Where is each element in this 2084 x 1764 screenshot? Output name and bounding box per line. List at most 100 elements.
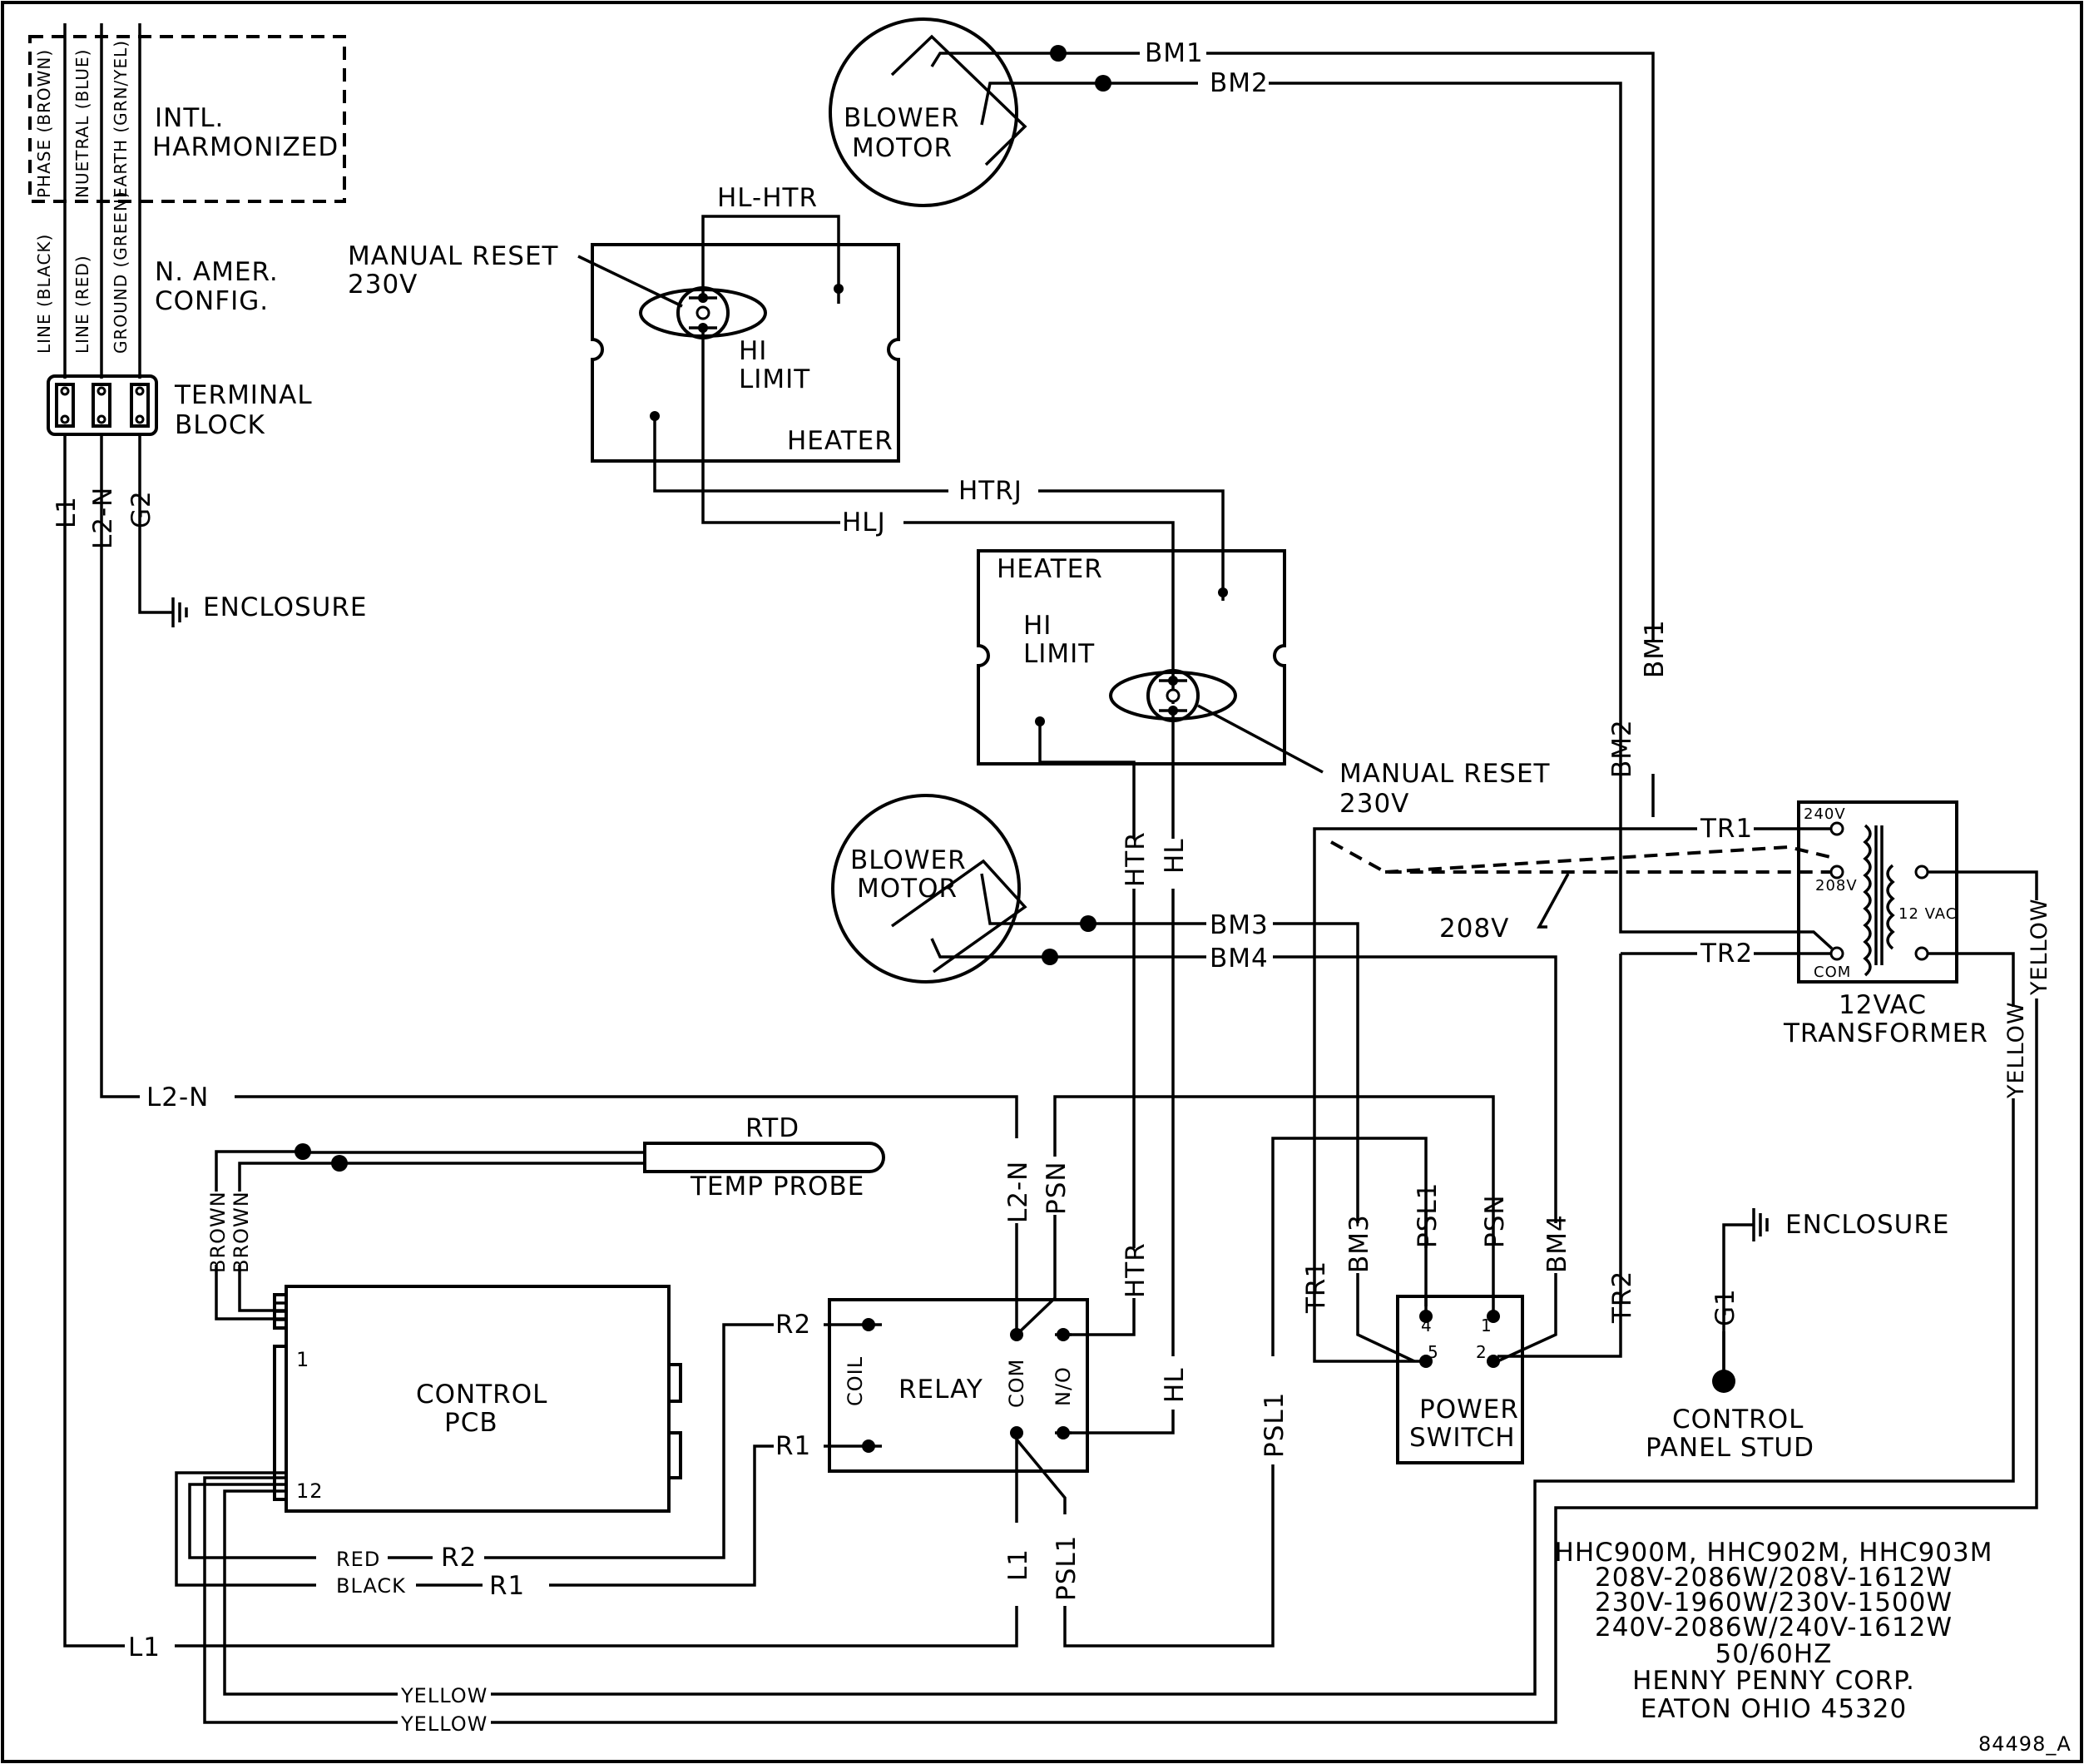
label-yellow-vertical-1: YELLOW (2027, 898, 2052, 996)
power-input-wiring (28, 23, 1018, 1648)
label-l1-horizontal: L1 (128, 1633, 161, 1662)
label-bm3: BM3 (1210, 910, 1269, 940)
control-pcb (175, 1142, 1497, 1724)
label-bm1-top: BM1 (1145, 38, 1204, 68)
label-bm2-top: BM2 (1210, 68, 1269, 98)
label-red: RED (336, 1548, 380, 1571)
label-line-red: LINE (RED) (72, 255, 92, 354)
no-label: N/O (1052, 1366, 1075, 1406)
info-models: HHC900M, HHC902M, HHC903M (1555, 1538, 1993, 1568)
switch-pin-5: 5 (1428, 1342, 1439, 1362)
label-g1: G1 (1710, 1288, 1740, 1326)
label-hl-lower: HL (1160, 1367, 1190, 1403)
label-bm4-vertical: BM4 (1542, 1214, 1572, 1273)
tx-12vac: 12 VAC (1898, 905, 1957, 923)
info-rating-208: 208V-2086W/208V-1612W (1595, 1563, 1953, 1593)
label-brown-1: BROWN (206, 1191, 230, 1273)
component-labels: BLOWER MOTOR BLOWER MOTOR HEATER HI LIMI… (296, 103, 1988, 1503)
label-line-black: LINE (BLACK) (34, 234, 54, 354)
blower-motor-top (829, 17, 1655, 707)
control-label: CONTROL (416, 1380, 547, 1410)
label-tr1: TR1 (1700, 814, 1753, 844)
label-bm1-vertical: BM1 (1640, 619, 1670, 678)
v230-upper: 230V (348, 270, 418, 300)
switch-pin-2: 2 (1476, 1342, 1488, 1362)
label-yellow-vertical-2: YELLOW (2003, 1001, 2029, 1099)
relay-label: RELAY (898, 1375, 983, 1405)
relay (484, 1215, 1275, 1648)
transformer-label-2: TRANSFORMER (1783, 1018, 1988, 1048)
label-hl-htr: HL-HTR (717, 183, 818, 213)
label-brown-2: BROWN (230, 1191, 253, 1273)
label-tr2: TR2 (1700, 939, 1753, 969)
label-bm2-vertical: BM2 (1607, 719, 1637, 778)
limit-label-lower: LIMIT (1023, 639, 1095, 669)
transformer (1313, 707, 2038, 1724)
label-harmonized: HARMONIZED (152, 132, 339, 162)
limit-label-upper: LIMIT (739, 364, 810, 394)
switch-pin-1: 1 (1481, 1316, 1492, 1335)
label-psl1-vertical: PSL1 (1052, 1535, 1082, 1601)
label-bm4: BM4 (1210, 944, 1269, 974)
tx-240v: 240V (1804, 805, 1846, 823)
label-ground-green: GROUND (GREEN) (111, 191, 131, 354)
power-switch (1053, 1095, 1557, 1464)
switch-label: SWITCH (1409, 1423, 1516, 1453)
blower-label-top-2: MOTOR (852, 133, 953, 163)
label-phase: PHASE (BROWN) (34, 49, 54, 198)
rtd-label: RTD (745, 1113, 799, 1143)
heater-upper (577, 215, 1225, 704)
blower-motor-lower (831, 794, 1557, 1223)
label-n-amer: N. AMER. (155, 257, 279, 287)
label-r2: R2 (775, 1310, 811, 1340)
label-htr-lower: HTR (1121, 1242, 1151, 1298)
label-r1-lower: R1 (489, 1571, 525, 1601)
tx-com: COM (1814, 964, 1851, 981)
hi-label-lower: HI (1023, 611, 1052, 641)
manual-reset-upper: MANUAL RESET (348, 241, 559, 271)
label-l1: L1 (52, 496, 82, 528)
blower-label-top-1: BLOWER (844, 103, 960, 133)
label-tr1-vertical: TR1 (1301, 1261, 1331, 1314)
label-bm3-vertical: BM3 (1344, 1214, 1374, 1273)
blower-label-lower-1: BLOWER (850, 845, 967, 875)
info-drawing-number: 84498_A (1978, 1732, 2072, 1756)
label-hlj: HLJ (842, 508, 886, 538)
switch-pin-4: 4 (1421, 1316, 1433, 1335)
label-r1: R1 (775, 1431, 811, 1461)
transformer-label-1: 12VAC (1839, 990, 1927, 1020)
wire-labels: PHASE (BROWN) NUETRAL (BLUE) EARTH (GRN/… (34, 38, 2052, 1736)
label-r2-lower: R2 (441, 1543, 477, 1573)
label-psl1-switch: PSL1 (1413, 1182, 1443, 1248)
info-rating-230: 230V-1960W/230V-1500W (1595, 1588, 1953, 1618)
label-intl: INTL. (155, 103, 224, 133)
label-l2n-horizontal: L2-N (146, 1083, 209, 1112)
com-label: COM (1005, 1359, 1028, 1408)
label-208v: 208V (1439, 914, 1509, 944)
power-label: POWER (1419, 1395, 1519, 1425)
label-neutral: NUETRAL (BLUE) (72, 49, 92, 198)
label-htr-upper: HTR (1121, 831, 1151, 887)
intl-harmonized-box (28, 35, 346, 203)
label-l2n: L2-N (88, 487, 118, 549)
blower-label-lower-2: MOTOR (857, 874, 958, 904)
info-address: EATON OHIO 45320 (1641, 1694, 1908, 1724)
label-yellow-1: YELLOW (400, 1684, 488, 1707)
heater-lower (977, 549, 1324, 1356)
label-psl1-left: PSL1 (1260, 1392, 1290, 1458)
label-enclosure-left: ENCLOSURE (203, 592, 367, 622)
label-psn-vertical: PSN (1042, 1161, 1072, 1215)
label-l1-vertical: L1 (1003, 1548, 1033, 1581)
label-config: CONFIG. (155, 286, 269, 316)
temp-probe-label: TEMP PROBE (690, 1172, 864, 1202)
label-tr2-vertical: TR2 (1607, 1271, 1637, 1324)
label-terminal: TERMINAL (174, 380, 313, 410)
pcb-pin-1: 1 (296, 1348, 309, 1371)
panel-stud-label-2: PANEL STUD (1646, 1433, 1814, 1463)
label-black: BLACK (336, 1574, 406, 1598)
manual-reset-lower: MANUAL RESET (1339, 759, 1551, 789)
heater-label-upper: HEATER (787, 426, 893, 456)
label-htrj: HTRJ (958, 476, 1022, 506)
